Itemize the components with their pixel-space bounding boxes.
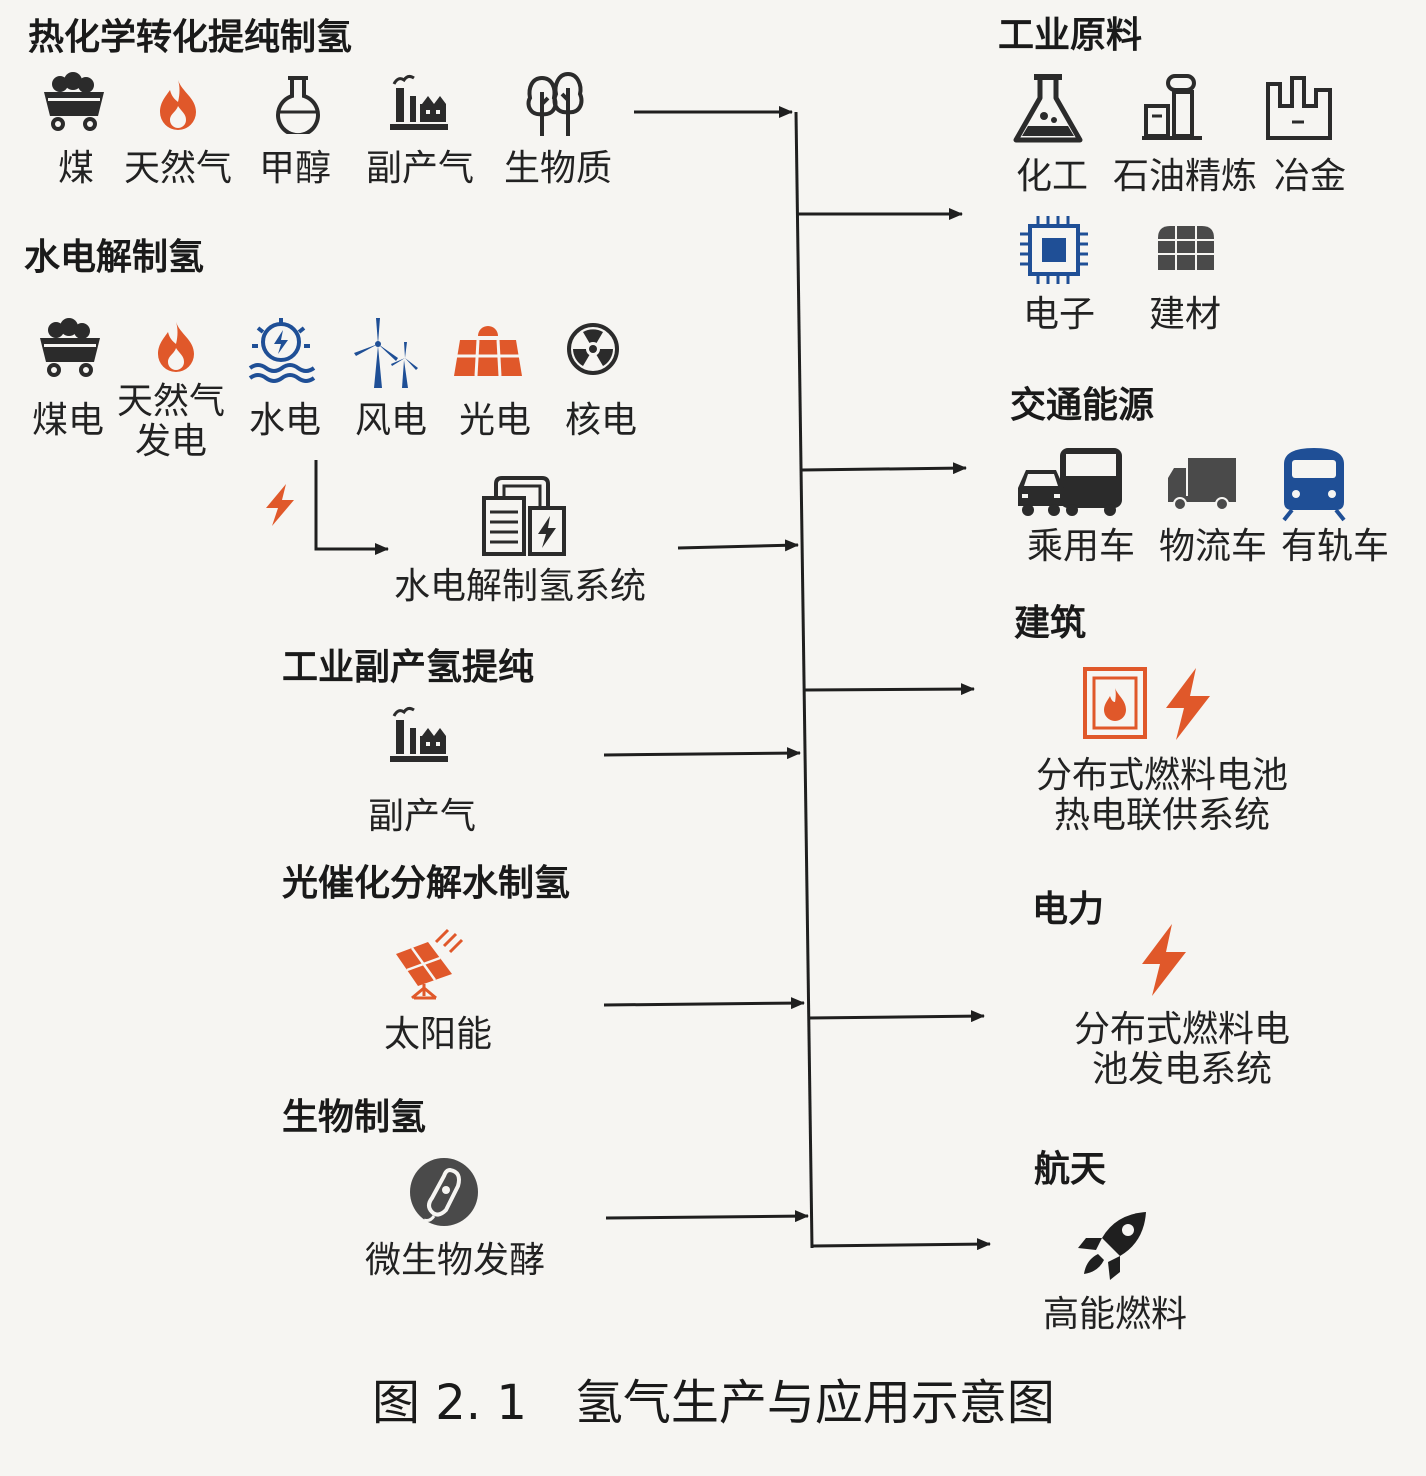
label-chp-system: 分布式燃料电池 热电联供系统 — [1035, 755, 1288, 836]
arrow-in-byproduct — [603, 747, 801, 760]
hydro-power-icon — [248, 318, 316, 383]
label-electronics: 电子 — [1022, 294, 1095, 335]
rocket-icon — [1078, 1212, 1146, 1280]
factory-icon — [390, 706, 448, 762]
lightning-bolt-icon — [1166, 668, 1210, 740]
label-logistics-vehicle: 物流车 — [1158, 526, 1267, 567]
arrow-out-aerospace — [811, 1238, 991, 1251]
arrow-out-power — [807, 1010, 985, 1023]
label-natural-gas: 天然气 — [123, 148, 232, 189]
wind-turbine-icon — [354, 318, 418, 388]
heading-water: 水电解制氢 — [24, 237, 205, 278]
trees-icon — [526, 71, 584, 136]
heading-byproduct: 工业副产氢提纯 — [282, 647, 535, 688]
solar-panel-icon — [454, 326, 522, 377]
arrow-out-building — [804, 683, 975, 696]
electrolyzer-icon — [482, 476, 566, 556]
label-microbial-fermentation: 微生物发酵 — [364, 1240, 545, 1281]
label-nuclear-power: 核电 — [564, 400, 637, 441]
label-rail-vehicle: 有轨车 — [1280, 526, 1389, 567]
flame-icon — [160, 80, 196, 130]
building-materials-icon — [1158, 226, 1214, 270]
label-coal: 煤 — [57, 148, 94, 189]
heading-building: 建筑 — [1014, 603, 1087, 644]
label-coal-power: 煤电 — [31, 400, 104, 441]
metallurgy-icon — [1266, 76, 1332, 140]
heading-photo: 光催化分解水制氢 — [282, 863, 571, 904]
arrow-in-bio — [605, 1210, 809, 1223]
label-byproduct-gas: 副产气 — [365, 148, 474, 189]
heading-power: 电力 — [1032, 889, 1105, 930]
arrow-in-water — [677, 539, 799, 552]
arrow-out-transport — [801, 462, 967, 475]
round-flask-icon — [276, 76, 320, 134]
flame-icon — [158, 322, 194, 372]
heading-thermo: 热化学转化提纯制氢 — [28, 17, 353, 58]
arrow-hydro-to-electrolysis — [314, 460, 389, 555]
train-icon — [1282, 448, 1346, 522]
label-metallurgy: 冶金 — [1273, 156, 1346, 197]
label-wind-power: 风电 — [354, 400, 427, 441]
coal-cart-icon — [44, 72, 104, 131]
heading-bio: 生物制氢 — [282, 1097, 427, 1138]
arrow-in-photo — [603, 997, 805, 1010]
lightning-bolt-icon — [266, 484, 294, 526]
label-electrolysis-system: 水电解制氢系统 — [393, 566, 646, 607]
label-gas-power: 天然气 发电 — [116, 381, 225, 462]
refinery-icon — [1142, 74, 1202, 140]
label-chemical: 化工 — [1015, 156, 1088, 197]
heading-industrial: 工业原料 — [998, 15, 1143, 56]
car-and-bus-icon — [1018, 448, 1122, 516]
label-high-energy-fuel: 高能燃料 — [1042, 1294, 1187, 1335]
label-solar-energy: 太阳能 — [383, 1014, 492, 1055]
fireplace-icon — [1083, 667, 1147, 739]
label-hydro-power: 水电 — [248, 400, 321, 441]
label-byproduct-gas-2: 副产气 — [367, 796, 476, 837]
lightning-bolt-icon — [1142, 924, 1186, 996]
label-building-materials: 建材 — [1148, 294, 1221, 335]
nuclear-icon — [567, 323, 619, 375]
label-passenger-car: 乘用车 — [1026, 526, 1135, 567]
coal-cart-icon — [40, 318, 100, 377]
label-solar-power: 光电 — [458, 400, 531, 441]
solar-panel-tilted-icon — [396, 928, 464, 1000]
label-power-system: 分布式燃料电 池发电系统 — [1073, 1009, 1290, 1090]
heading-transport: 交通能源 — [1010, 385, 1155, 426]
chemistry-flask-icon — [1013, 74, 1083, 143]
microbe-icon — [410, 1158, 478, 1226]
label-oil-refining: 石油精炼 — [1112, 156, 1257, 197]
label-biomass: 生物质 — [503, 148, 612, 189]
factory-icon — [390, 74, 448, 130]
heading-aerospace: 航天 — [1034, 1149, 1107, 1190]
chip-icon — [1020, 216, 1088, 284]
logistics-truck-icon — [1168, 458, 1236, 511]
label-methanol: 甲醇 — [258, 148, 331, 189]
trunk-line — [794, 111, 814, 1249]
figure-caption: 图 2. 1 氢气生产与应用示意图 — [372, 1375, 1055, 1431]
